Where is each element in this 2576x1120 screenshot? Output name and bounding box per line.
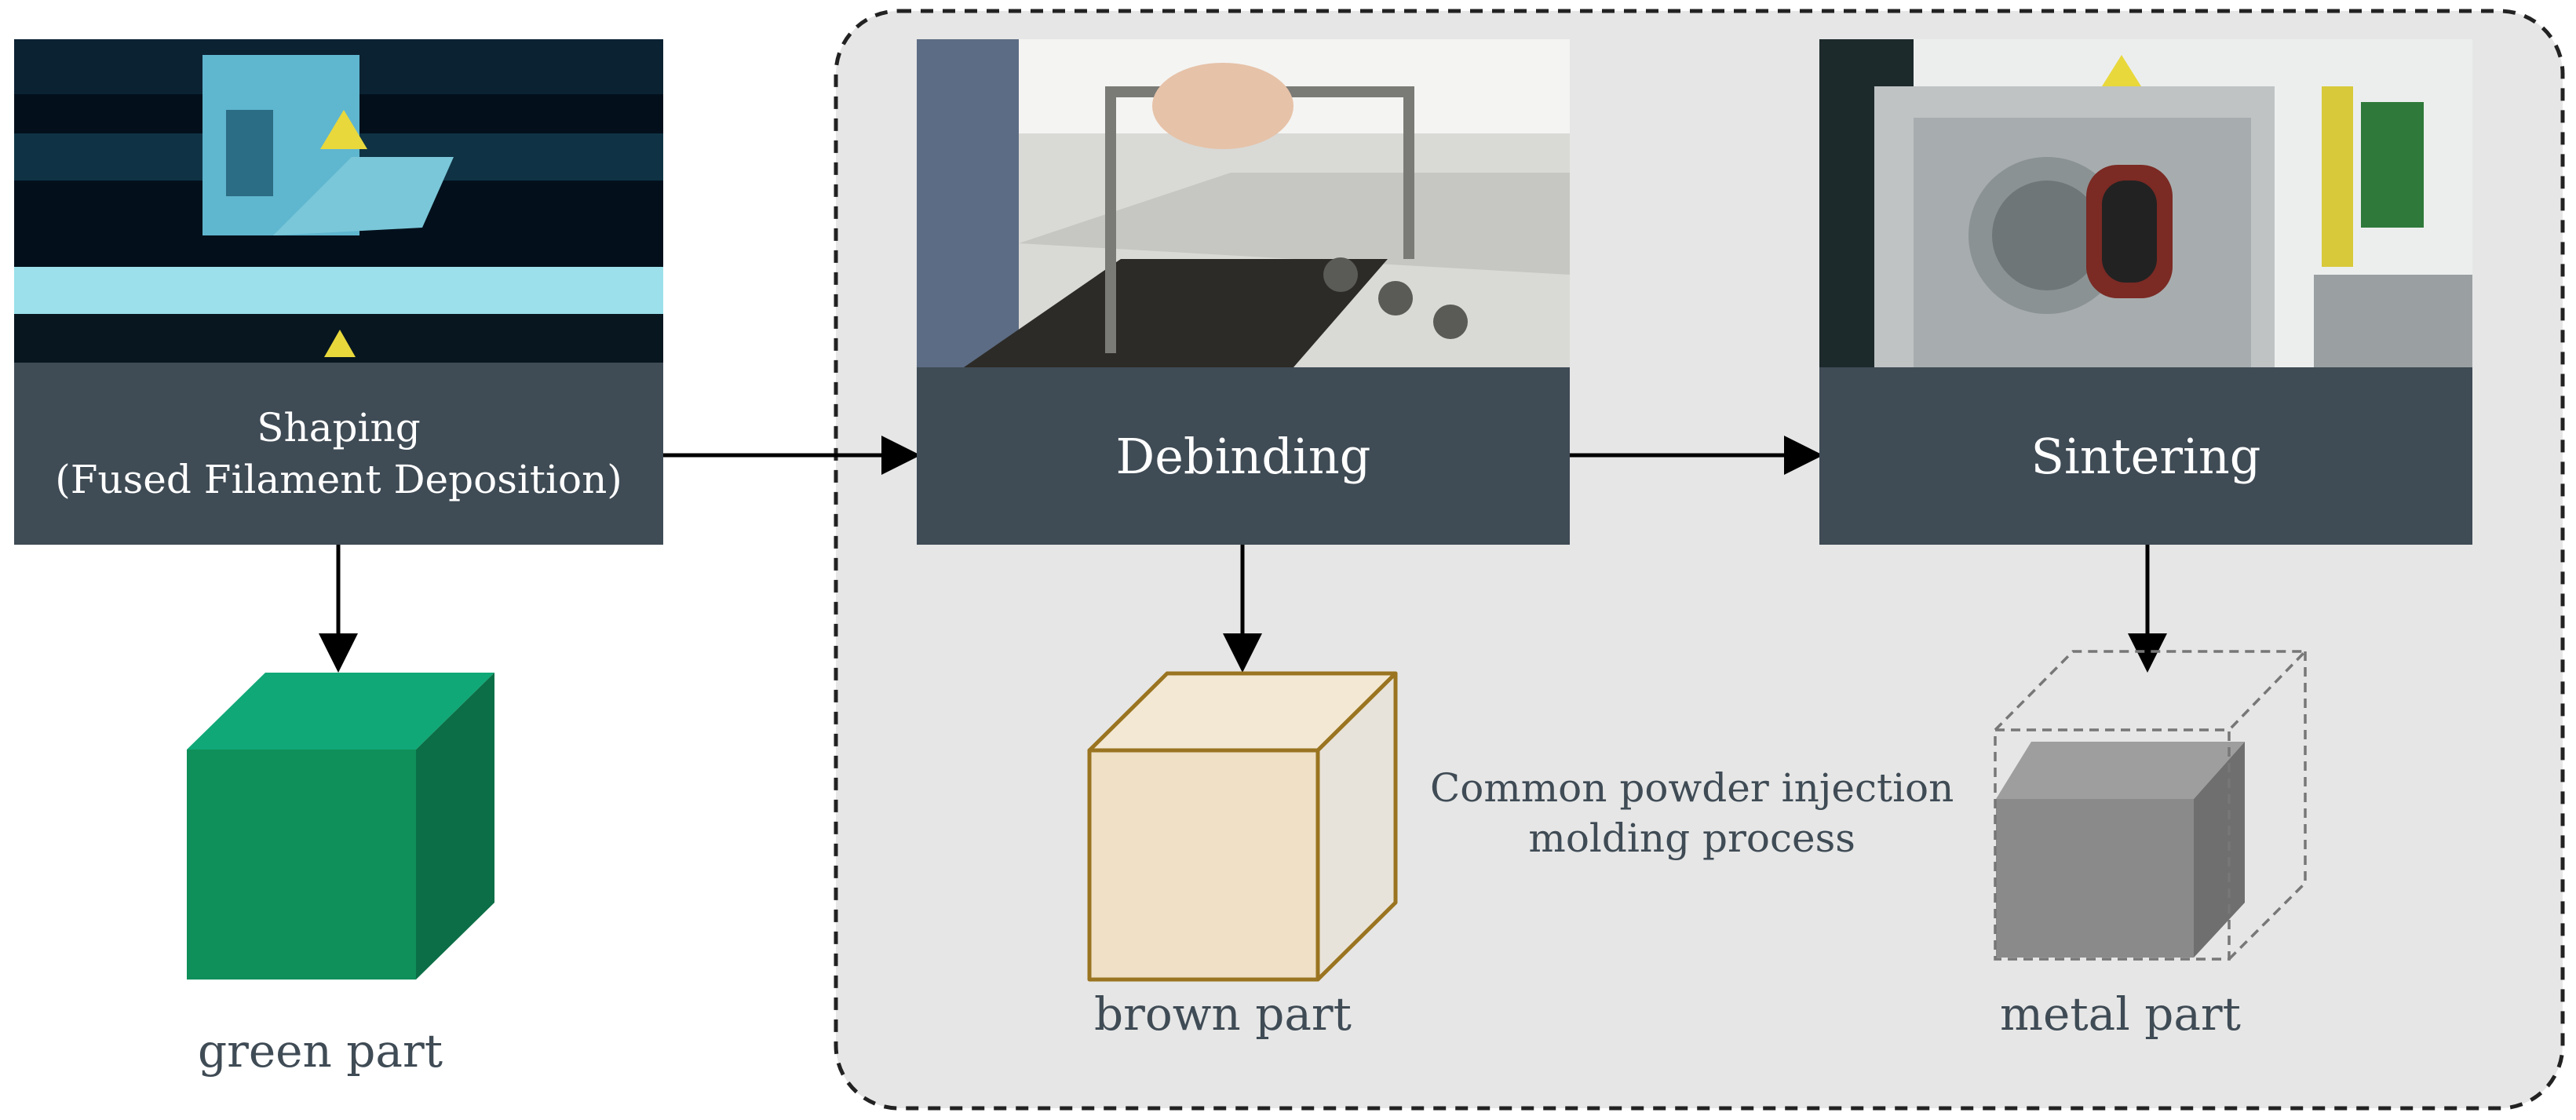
label-shaping: Shaping (Fused Filament Deposition) [14,363,663,545]
step-shaping: Shaping (Fused Filament Deposition) [14,39,663,545]
sintering-title: Sintering [2031,427,2261,485]
step-sintering: Sintering [1819,39,2472,545]
shaping-subtitle: (Fused Filament Deposition) [55,457,622,502]
pim-note-line1: Common powder injection [1430,765,1954,811]
debinding-bath-photo [917,39,1570,367]
pim-process-note: Common powder injection molding process [1430,763,1954,863]
pim-note-line2: molding process [1528,815,1855,861]
green-part-cube [187,673,494,980]
label-sintering: Sintering [1819,367,2472,545]
brown-part-label: brown part [1094,987,1352,1041]
step-debinding: Debinding [917,39,1570,545]
shaping-title: Shaping [257,405,421,451]
label-debinding: Debinding [917,367,1570,545]
brown-part-cube [1087,671,1398,982]
debinding-title: Debinding [1115,427,1371,485]
metal-part-cube [1996,742,2245,958]
sintering-furnace-photo [1819,39,2472,367]
metal-part-envelope [1994,650,2309,961]
metal-part-label: metal part [2000,987,2241,1041]
green-part-label: green part [198,1024,443,1078]
fdm-printer-photo [14,39,663,363]
